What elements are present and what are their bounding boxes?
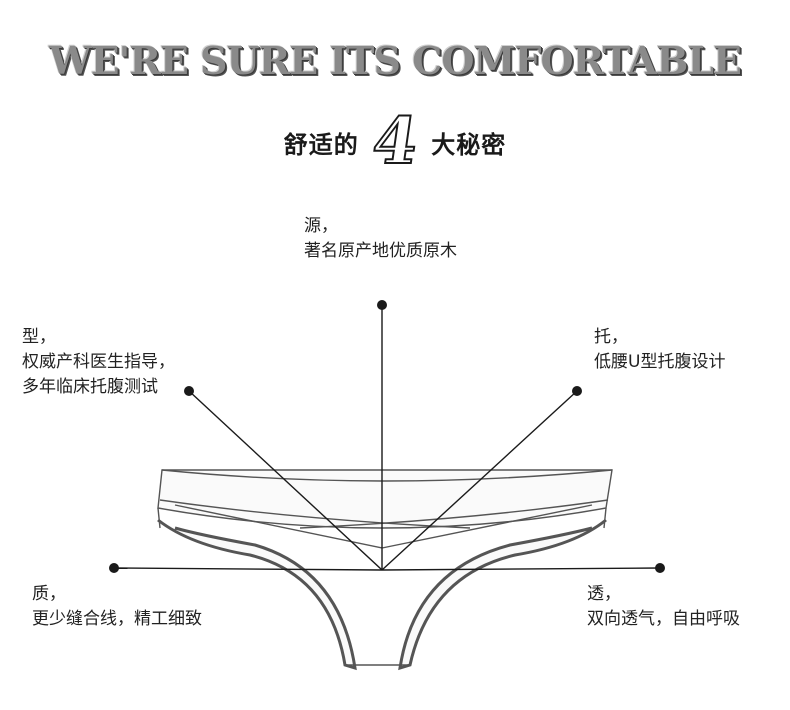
- callout-dot-right: [572, 386, 582, 396]
- callout-line-bottom-right: [381, 567, 661, 571]
- callout-line-bottom-left: [113, 567, 383, 571]
- feature-bottom-left-title: 质，: [32, 584, 66, 604]
- feature-bottom-right: 透， 双向透气，自由呼吸: [587, 582, 740, 632]
- feature-top-title: 源，: [304, 216, 338, 236]
- subtitle-prefix: 舒适的: [283, 130, 359, 159]
- callout-dot-bottom-left: [109, 563, 119, 573]
- feature-top-desc: 著名原产地优质原木: [304, 241, 457, 261]
- garment-outline: [157, 469, 613, 671]
- callout-dot-left: [184, 386, 194, 396]
- callout-lines: [113, 305, 661, 571]
- subtitle-suffix: 大秘密: [431, 130, 507, 159]
- feature-top: 源， 著名原产地优质原木: [304, 214, 457, 264]
- feature-left-desc-1: 权威产科医生指导，: [22, 352, 175, 372]
- feature-right: 托， 低腰U型托腹设计: [594, 325, 725, 375]
- callout-dot-top: [377, 300, 387, 310]
- feature-bottom-left-desc: 更少缝合线，精工细致: [32, 609, 202, 629]
- feature-bottom-left: 质， 更少缝合线，精工细致: [32, 582, 202, 632]
- feature-left-title: 型，: [22, 327, 56, 347]
- headline: WE'RE SURE ITS COMFORTABLE: [48, 38, 742, 83]
- feature-bottom-right-desc: 双向透气，自由呼吸: [587, 609, 740, 629]
- feature-right-title: 托，: [594, 327, 628, 347]
- callout-line-right: [381, 390, 578, 571]
- callout-dot-bottom-right: [655, 563, 665, 573]
- feature-right-desc: 低腰U型托腹设计: [594, 352, 726, 372]
- callout-line-left: [188, 390, 383, 571]
- feature-left: 型， 权威产科医生指导， 多年临床托腹测试: [22, 325, 175, 400]
- feature-bottom-right-title: 透，: [587, 584, 621, 604]
- subtitle: 舒适的 4 大秘密: [0, 103, 790, 180]
- feature-left-desc-2: 多年临床托腹测试: [22, 377, 158, 397]
